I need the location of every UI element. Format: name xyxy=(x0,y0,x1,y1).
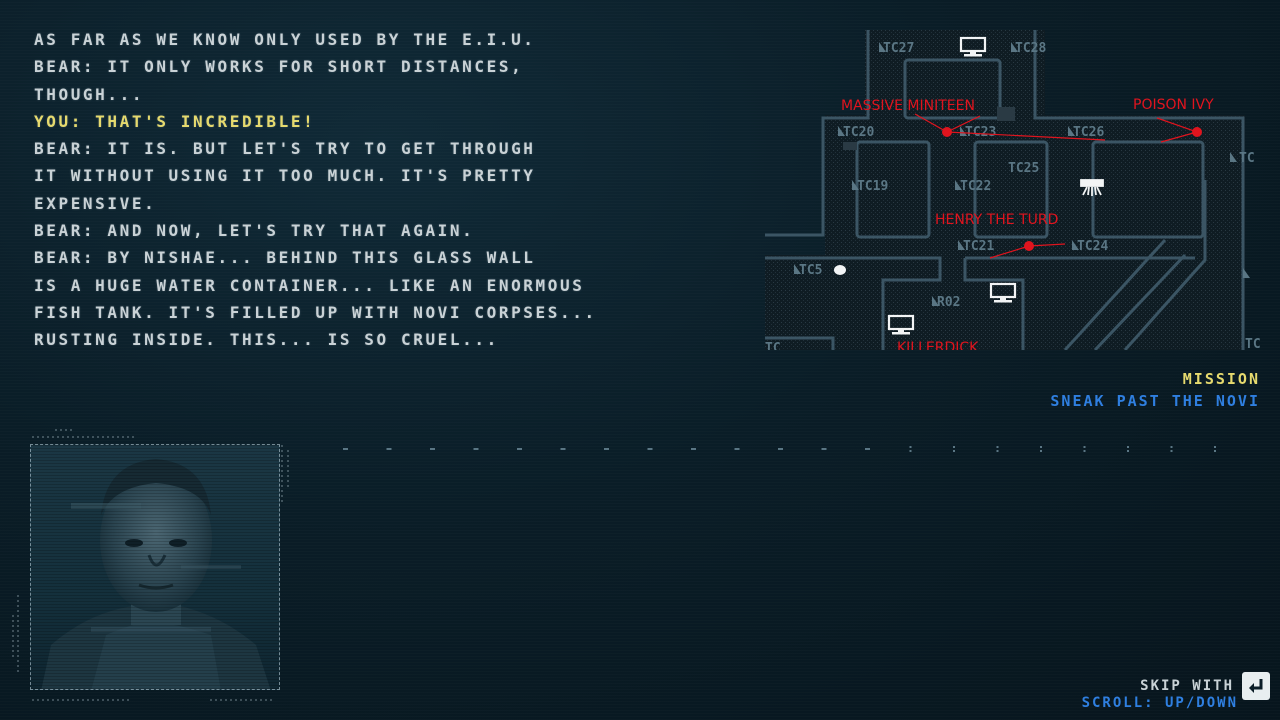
enemy-label: HENRY THE TURD xyxy=(935,212,1058,228)
room-label: TC xyxy=(765,341,781,350)
mission-title: MISSION xyxy=(1182,370,1260,388)
speaker-portrait xyxy=(30,444,280,690)
dialogue-line: BEAR: IT IS. BUT LET'S TRY TO GET THROUG… xyxy=(34,139,536,159)
enemy-label: MASSIVE MINITEEN xyxy=(841,98,975,114)
dialogue-log[interactable]: AS FAR AS WE KNOW ONLY USED BY THE E.I.U… xyxy=(34,26,694,354)
dialogue-line: IS A HUGE WATER CONTAINER... LIKE AN ENO… xyxy=(34,275,585,295)
room-label: TC24 xyxy=(1077,239,1108,254)
camera-icon xyxy=(1080,179,1104,196)
mission-objective: SNEAK PAST THE NOVI xyxy=(1050,392,1260,410)
enemy-label: POISON IVY xyxy=(1133,97,1214,113)
dotted-divider xyxy=(343,446,1216,452)
enemy-marker xyxy=(942,127,952,137)
enter-key-icon[interactable] xyxy=(1242,672,1270,700)
computer-icon xyxy=(989,282,1017,303)
skip-label: SKIP WITH xyxy=(1140,678,1234,694)
room-label: TC25 xyxy=(1008,161,1039,176)
dialogue-line: BEAR: AND NOW, LET'S TRY THAT AGAIN. xyxy=(34,221,475,241)
dialogue-line: IT WITHOUT USING IT TOO MUCH. IT'S PRETT… xyxy=(34,166,536,186)
room-label: TC21 xyxy=(963,239,994,254)
room-label: TC5 xyxy=(799,263,822,278)
dialogue-line: AS FAR AS WE KNOW ONLY USED BY THE E.I.U… xyxy=(34,30,536,49)
room-label: TC28 xyxy=(1015,41,1046,56)
dialogue-line: FISH TANK. IT'S FILLED UP WITH NOVI CORP… xyxy=(34,302,597,322)
computer-icon xyxy=(887,314,915,335)
dialogue-line: RUSTING INSIDE. THIS... IS SO CRUEL... xyxy=(34,330,499,350)
room-label: TC20 xyxy=(843,125,874,140)
portrait-scanlines xyxy=(31,445,279,689)
room-label: TC26 xyxy=(1073,125,1104,140)
dialogue-line: EXPENSIVE. xyxy=(34,193,157,213)
room-label: TC xyxy=(1245,337,1261,350)
minimap: TC27 TC28 TC20 TC23 TC26 TC25 TC19 TC22 … xyxy=(765,30,1280,350)
avatar xyxy=(41,459,271,689)
enemy-label: KILLERDICK xyxy=(897,340,979,350)
enemy-marker xyxy=(1192,127,1202,137)
room-label: R02 xyxy=(937,295,960,310)
scroll-hint: SCROLL: UP/DOWN xyxy=(1081,695,1238,711)
dialogue-line: THOUGH... xyxy=(34,84,145,104)
room-label: TC19 xyxy=(857,179,888,194)
room-label: TC27 xyxy=(883,41,914,56)
enemy-marker xyxy=(1024,241,1034,251)
room-label: TC23 xyxy=(965,125,996,140)
computer-icon xyxy=(959,36,987,57)
dialogue-line: YOU: THAT'S INCREDIBLE! xyxy=(34,111,316,131)
room-label: TC xyxy=(1239,151,1255,166)
dialogue-line: BEAR: IT ONLY WORKS FOR SHORT DISTANCES, xyxy=(34,57,524,77)
room-label: TC22 xyxy=(960,179,991,194)
player-marker xyxy=(834,265,846,275)
dialogue-line: BEAR: BY NISHAE... BEHIND THIS GLASS WAL… xyxy=(34,248,536,268)
